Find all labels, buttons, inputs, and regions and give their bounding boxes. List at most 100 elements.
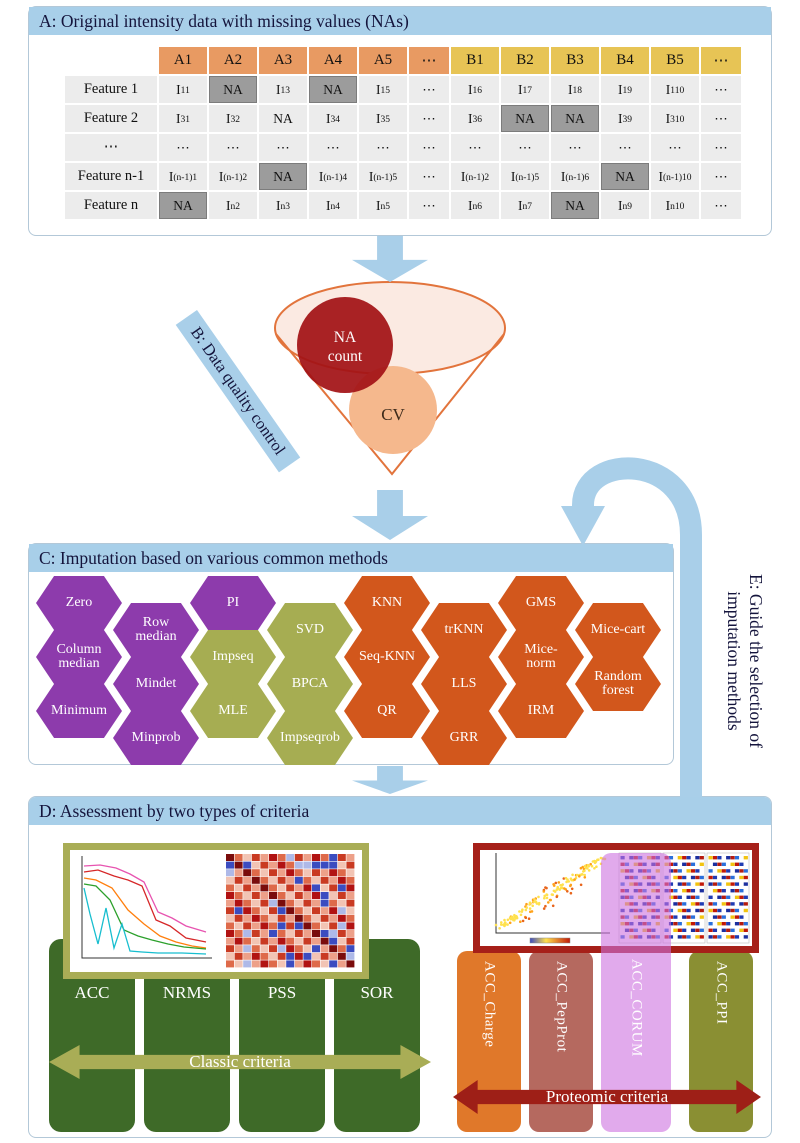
table-cell: ⋯ xyxy=(551,134,599,161)
table-cell: ⋯ xyxy=(259,134,307,161)
method-hex-minimum: Minimum xyxy=(36,684,122,738)
table-cell: ⋯ xyxy=(601,134,649,161)
panel-e-label: E: Guide the selection of imputation met… xyxy=(722,515,766,807)
column-header: B5 xyxy=(651,47,699,74)
table-cell: ⋯ xyxy=(701,105,741,132)
cv-circle xyxy=(349,366,437,454)
row-label: Feature 2 xyxy=(65,105,157,132)
classic-bar-label: ACC xyxy=(74,983,110,1002)
cv-label: CV xyxy=(381,405,405,424)
na-cell: NA xyxy=(309,76,357,103)
column-header: A3 xyxy=(259,47,307,74)
method-hex-irm: IRM xyxy=(498,684,584,738)
method-hex-pi: PI xyxy=(190,576,276,630)
table-cell: ⋯ xyxy=(409,134,449,161)
table-cell: I(n-1)4 xyxy=(309,163,357,190)
table-cell: I(n-1)6 xyxy=(551,163,599,190)
table-cell: ⋯ xyxy=(701,134,741,161)
column-header: A1 xyxy=(159,47,207,74)
panel-e-label-line2: imputation methods xyxy=(724,591,745,731)
method-hex-zero: Zero xyxy=(36,576,122,630)
table-cell: ⋯ xyxy=(701,76,741,103)
method-hex-impseq: Impseq xyxy=(190,630,276,684)
column-header: A2 xyxy=(209,47,257,74)
panel-a-title: A: Original intensity data with missing … xyxy=(29,7,771,35)
table-cell: ⋯ xyxy=(701,192,741,219)
method-hex-qr: QR xyxy=(344,684,430,738)
method-hex-lls: LLS xyxy=(421,657,507,711)
table-cell: ⋯ xyxy=(409,105,449,132)
table-corner-cell xyxy=(65,47,157,74)
table-cell: ⋯ xyxy=(409,163,449,190)
method-hex-column-median: Column median xyxy=(36,630,122,684)
line-plot-thumbnail xyxy=(81,856,212,959)
na-cell: NA xyxy=(159,192,207,219)
column-header: A5 xyxy=(359,47,407,74)
table-cell: I(n-1)2 xyxy=(209,163,257,190)
column-header: B1 xyxy=(451,47,499,74)
table-cell: NA xyxy=(259,105,307,132)
method-hex-trknn: trKNN xyxy=(421,603,507,657)
proteomic-bar-label: ACC_Charge xyxy=(481,961,498,1048)
method-hex-mle: MLE xyxy=(190,684,276,738)
classic-bar-label: SOR xyxy=(360,983,394,1002)
method-hex-gms: GMS xyxy=(498,576,584,630)
na-cell: NA xyxy=(551,105,599,132)
na-cell: NA xyxy=(259,163,307,190)
table-cell: I(n-1)5 xyxy=(501,163,549,190)
method-hex-bpca: BPCA xyxy=(267,657,353,711)
table-cell: I(n-1)1 xyxy=(159,163,207,190)
table-cell: ⋯ xyxy=(451,134,499,161)
column-header: ⋯ xyxy=(409,47,449,74)
classic-bar-sor: SOR xyxy=(334,939,420,1132)
proteomic-bar-acc_pepprot: ACC_PepProt xyxy=(529,951,593,1132)
panel-c: C: Imputation based on various common me… xyxy=(28,543,674,765)
panel-c-title: C: Imputation based on various common me… xyxy=(29,544,673,572)
classic-bar-label: NRMS xyxy=(162,983,212,1002)
panel-a: A: Original intensity data with missing … xyxy=(28,6,772,236)
method-hex-seq-knn: Seq-KNN xyxy=(344,630,430,684)
table-cell: ⋯ xyxy=(209,134,257,161)
na-cell: NA xyxy=(551,192,599,219)
panel-e-label-line1: E: Guide the selection of xyxy=(746,574,766,748)
row-label: Feature n xyxy=(65,192,157,219)
table-cell: ⋯ xyxy=(359,134,407,161)
panel-d: D: Assessment by two types of criteria A… xyxy=(28,796,772,1138)
arrow-c-to-d xyxy=(352,766,428,794)
method-hex-mice-norm: Mice-norm xyxy=(498,630,584,684)
na-count-label-line2: count xyxy=(328,348,363,365)
na-count-circle xyxy=(297,297,393,393)
column-header: A4 xyxy=(309,47,357,74)
proteomic-bar-label: ACC_CORUM xyxy=(628,959,645,1057)
na-cell: NA xyxy=(209,76,257,103)
na-count-label-line1: NA xyxy=(334,329,357,346)
na-cell: NA xyxy=(601,163,649,190)
row-label: Feature 1 xyxy=(65,76,157,103)
column-header: B3 xyxy=(551,47,599,74)
classic-bar-label: PSS xyxy=(267,983,297,1002)
table-cell: ⋯ xyxy=(409,192,449,219)
method-hex-random-forest: Random forest xyxy=(575,657,661,711)
method-hex-minprob: Minprob xyxy=(113,711,199,765)
proteomic-bar-label: ACC_PepProt xyxy=(553,961,570,1053)
